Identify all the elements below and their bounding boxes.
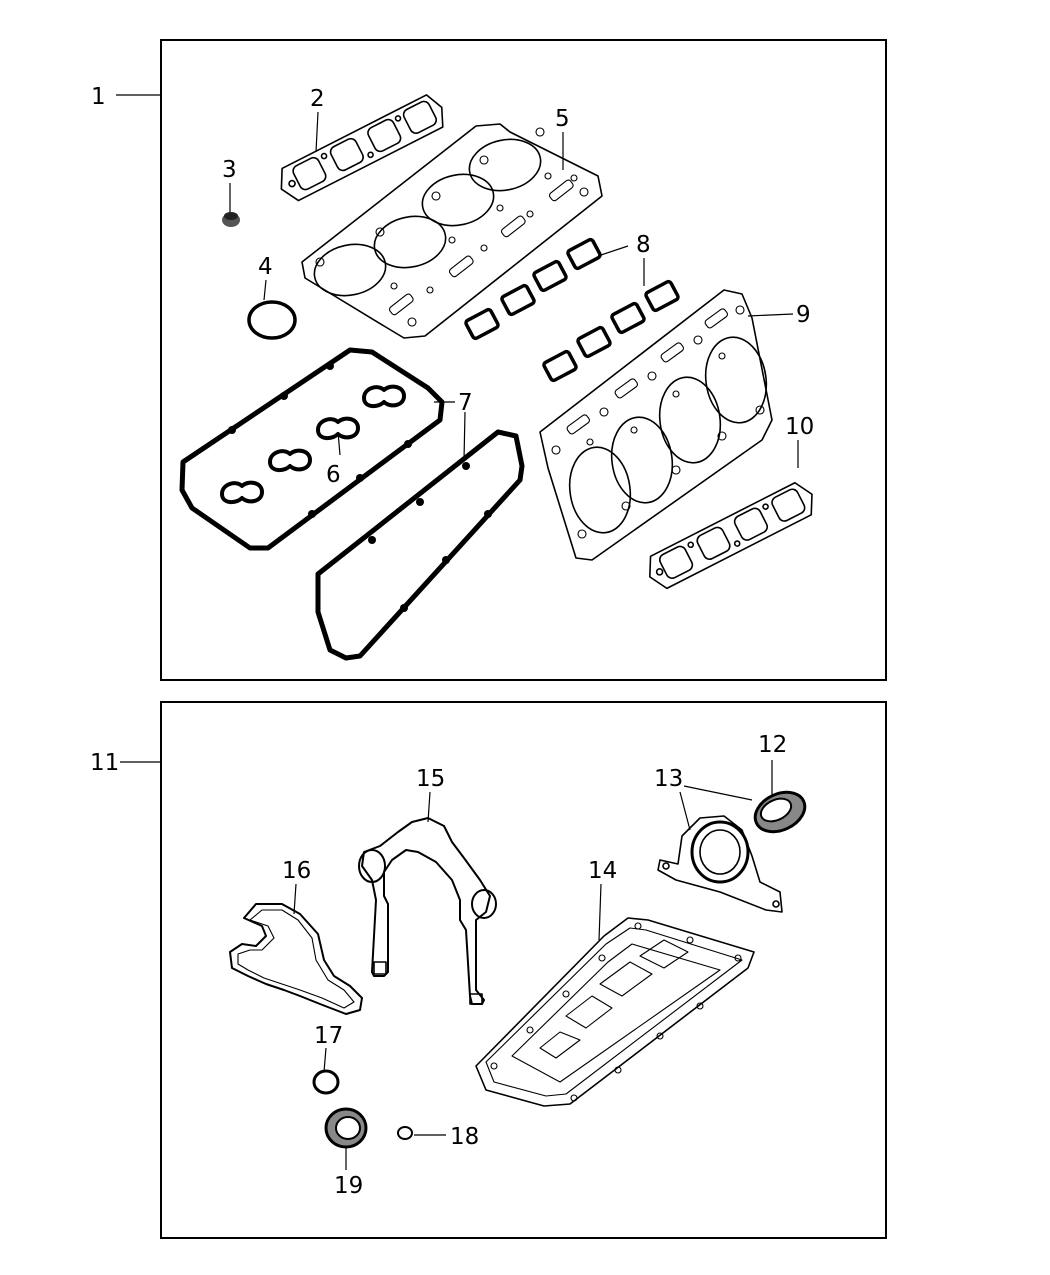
o-ring-4 bbox=[247, 300, 297, 340]
callout-9: 9 bbox=[796, 302, 811, 328]
callout-1: 1 bbox=[91, 84, 106, 110]
valve-cover-gasket-left bbox=[179, 347, 445, 551]
callout-12: 12 bbox=[758, 732, 787, 758]
o-ring-18 bbox=[397, 1126, 413, 1140]
valve-cover-gasket-left-tabs bbox=[228, 362, 412, 518]
callout-8: 8 bbox=[636, 232, 651, 258]
callout-16: 16 bbox=[282, 858, 311, 884]
o-ring-17 bbox=[312, 1069, 340, 1095]
callout-13: 13 bbox=[654, 766, 683, 792]
cylinder-head-gasket-right bbox=[539, 289, 773, 561]
cylinder-head-gasket-left bbox=[301, 123, 603, 339]
callout-6: 6 bbox=[326, 462, 341, 488]
callout-2: 2 bbox=[310, 86, 325, 112]
callout-19: 19 bbox=[334, 1173, 363, 1199]
timing-cover-gasket bbox=[358, 817, 497, 1005]
lower-gasket-kit-frame bbox=[160, 701, 887, 1239]
intake-seals bbox=[464, 237, 680, 383]
front-crank-seal bbox=[324, 1107, 368, 1149]
upper-gasket-kit-frame bbox=[160, 39, 887, 681]
rear-seal-retainer bbox=[657, 815, 783, 913]
callout-18: 18 bbox=[450, 1124, 479, 1150]
callout-14: 14 bbox=[588, 858, 617, 884]
water-pump-gasket bbox=[229, 903, 363, 1015]
plug bbox=[222, 212, 240, 227]
valve-cover-gasket-right-tabs bbox=[368, 462, 492, 612]
exhaust-manifold-gasket-left bbox=[280, 94, 444, 202]
spark-plug-tube-seals bbox=[220, 384, 406, 505]
exhaust-manifold-gasket-right bbox=[649, 481, 813, 590]
callout-7: 7 bbox=[458, 390, 473, 416]
callout-15: 15 bbox=[416, 766, 445, 792]
callout-11: 11 bbox=[90, 750, 119, 776]
callout-numbers: 1 2 3 4 5 6 7 8 9 10 11 12 13 14 15 16 1… bbox=[90, 84, 814, 1199]
callout-4: 4 bbox=[258, 254, 273, 280]
valve-cover-gasket-right bbox=[315, 429, 525, 661]
rear-main-seal bbox=[753, 790, 807, 834]
callout-17: 17 bbox=[314, 1023, 343, 1049]
callout-3: 3 bbox=[222, 157, 237, 183]
leader-lines bbox=[116, 94, 799, 1170]
callout-10: 10 bbox=[785, 414, 814, 440]
callout-5: 5 bbox=[555, 106, 570, 132]
oil-pan-gasket bbox=[475, 917, 755, 1107]
